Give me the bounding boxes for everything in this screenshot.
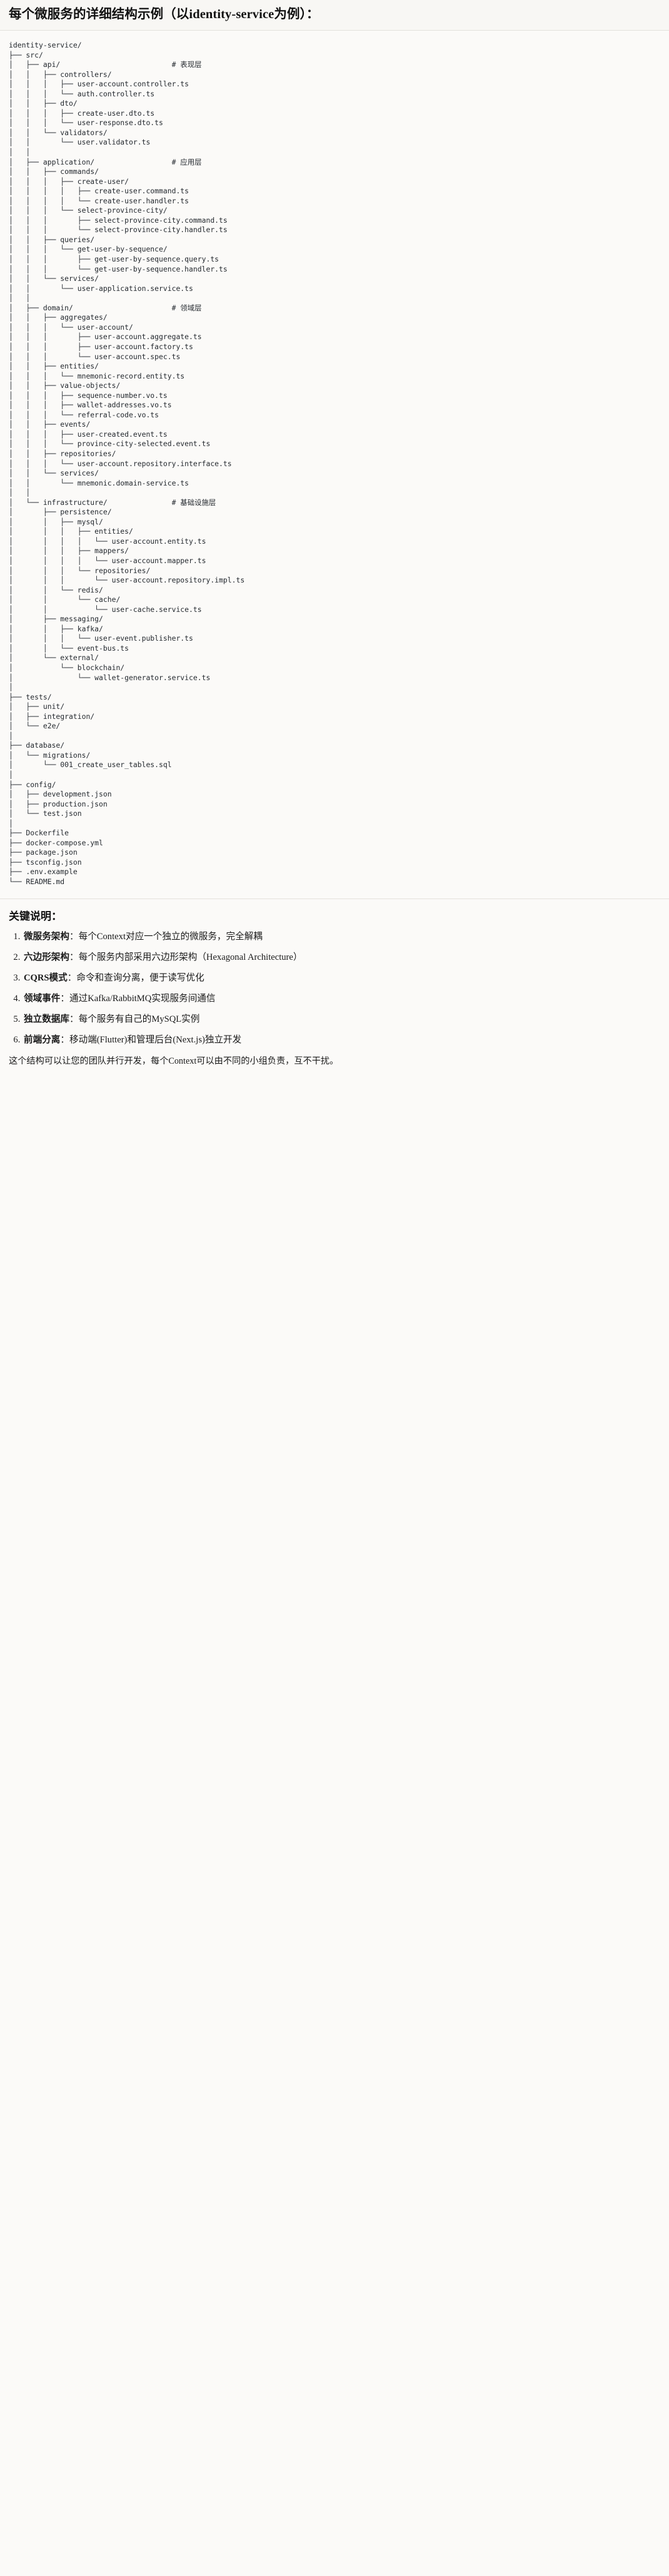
key-note-item: 前端分离：移动端(Flutter)和管理后台(Next.js)独立开发 [23,1034,660,1046]
key-note-term: 独立数据库 [24,1014,69,1024]
key-note-term: 微服务架构 [24,931,69,942]
key-note-term: 前端分离 [24,1034,61,1045]
document-page: 每个微服务的详细结构示例（以identity-service为例）： ident… [0,0,669,1080]
key-note-term: 领域事件 [24,993,61,1004]
key-note-item: 独立数据库：每个服务有自己的MySQL实例 [23,1013,660,1026]
directory-tree: identity-service/ ├── src/ │ ├── api/ # … [9,41,245,887]
key-note-separator: ： [60,1034,69,1045]
key-note-separator: ： [69,952,79,962]
key-note-description: 每个服务内部采用六边形架构（Hexagonal Architecture） [78,952,303,962]
directory-tree-block: identity-service/ ├── src/ │ ├── api/ # … [0,31,669,899]
key-note-description: 移动端(Flutter)和管理后台(Next.js)独立开发 [69,1034,242,1045]
key-note-description: 每个服务有自己的MySQL实例 [78,1014,200,1024]
key-note-term: 六边形架构 [24,952,69,962]
key-note-item: 六边形架构：每个服务内部采用六边形架构（Hexagonal Architectu… [23,951,660,964]
key-note-term: CQRS模式 [24,972,68,983]
key-note-description: 命令和查询分离，便于读写优化 [76,972,204,983]
key-notes-list: 微服务架构：每个Context对应一个独立的微服务，完全解耦六边形架构：每个服务… [9,930,660,1046]
key-note-description: 通过Kafka/RabbitMQ实现服务间通信 [69,993,216,1004]
key-note-item: 领域事件：通过Kafka/RabbitMQ实现服务间通信 [23,992,660,1005]
key-note-item: 微服务架构：每个Context对应一个独立的微服务，完全解耦 [23,930,660,943]
key-notes-heading: 关键说明： [9,910,62,922]
key-note-separator: ： [69,1014,79,1024]
key-note-description: 每个Context对应一个独立的微服务，完全解耦 [78,931,263,942]
key-notes-section: 关键说明： 微服务架构：每个Context对应一个独立的微服务，完全解耦六边形架… [0,899,669,1080]
key-note-separator: ： [67,972,77,983]
key-note-separator: ： [60,993,69,1004]
closing-paragraph: 这个结构可以让您的团队并行开发，每个Context可以由不同的小组负责，互不干扰… [9,1056,339,1066]
key-note-item: CQRS模式：命令和查询分离，便于读写优化 [23,972,660,984]
page-title: 每个微服务的详细结构示例（以identity-service为例）： [0,0,669,30]
key-note-separator: ： [69,931,79,942]
divider-top [0,30,669,31]
